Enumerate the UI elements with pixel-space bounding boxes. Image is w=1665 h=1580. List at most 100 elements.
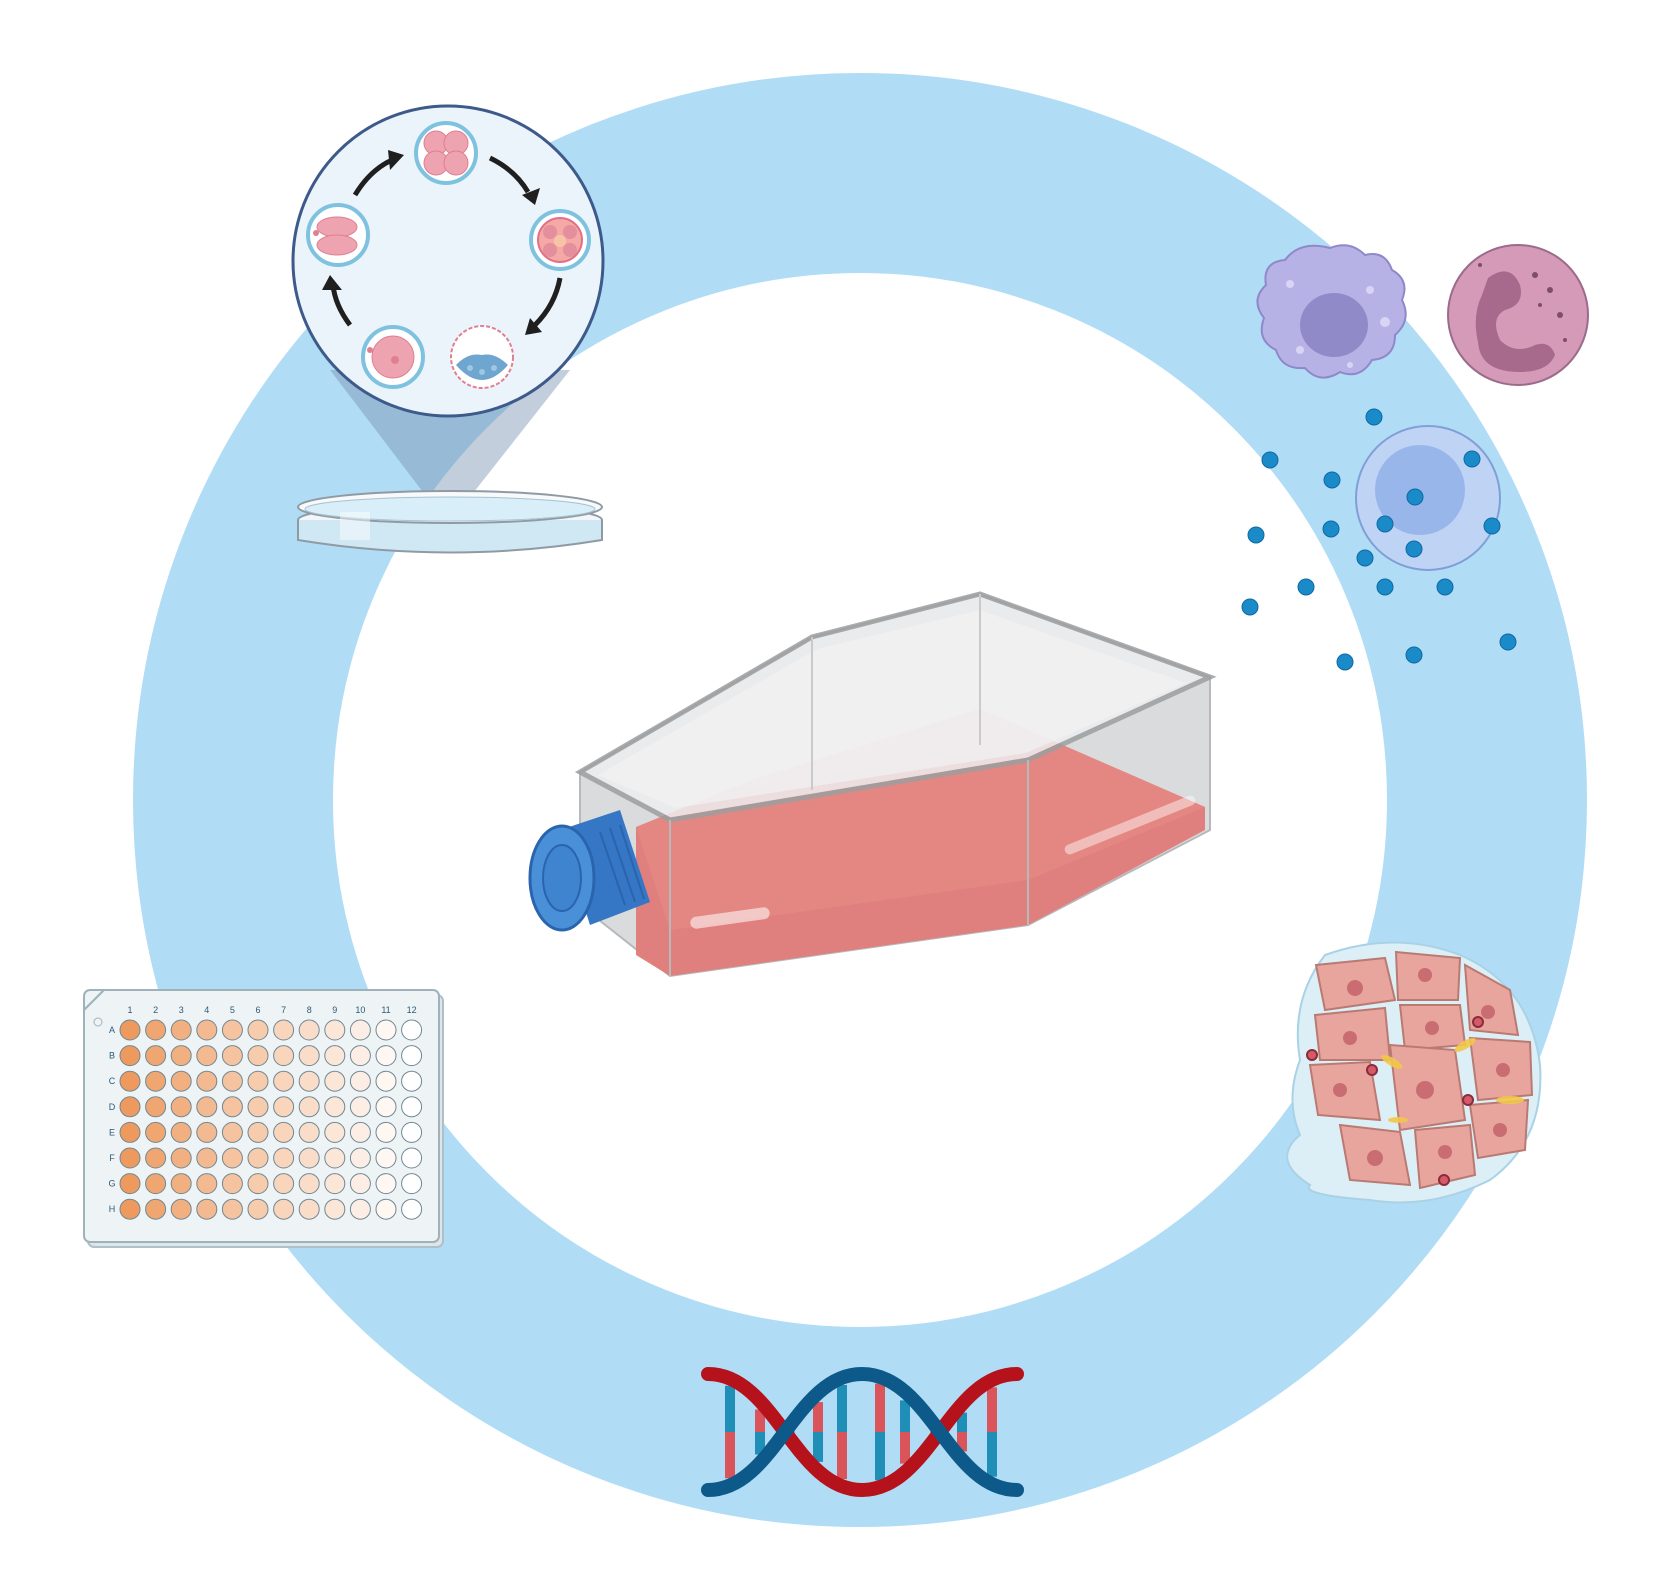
plate-well xyxy=(221,1173,243,1195)
plate-well xyxy=(196,1096,218,1118)
plate-well xyxy=(145,1198,167,1220)
plate-well xyxy=(324,1173,346,1195)
plate-well xyxy=(247,1019,269,1041)
plate-well xyxy=(145,1096,167,1118)
plate-well xyxy=(324,1121,346,1143)
plate-well xyxy=(221,1019,243,1041)
plate-well xyxy=(119,1147,141,1169)
plate-well xyxy=(196,1173,218,1195)
plate-well xyxy=(221,1070,243,1092)
dna-strand-red xyxy=(701,1367,1024,1498)
plate-well xyxy=(247,1070,269,1092)
embryo-stage-2-cell xyxy=(306,203,370,267)
embryo-development-cycle-icon xyxy=(291,104,605,554)
embryo-stage-blastocyst xyxy=(450,325,514,389)
plate-row-label: D xyxy=(109,1102,116,1112)
plate-column-label: 4 xyxy=(204,1005,209,1015)
petri-dish-icon xyxy=(297,490,603,554)
flask-cap xyxy=(528,810,650,932)
immune-cells-icon xyxy=(1241,244,1589,671)
neutrophil-cell xyxy=(1447,244,1589,386)
plate-well xyxy=(196,1198,218,1220)
plate-well xyxy=(298,1045,320,1067)
plate-well xyxy=(170,1121,192,1143)
plate-well xyxy=(247,1173,269,1195)
plate-row-label: E xyxy=(109,1127,115,1137)
plate-well xyxy=(119,1198,141,1220)
lymphocyte-cell xyxy=(1355,425,1501,571)
plate-well xyxy=(145,1173,167,1195)
plate-well xyxy=(170,1096,192,1118)
plate-well xyxy=(324,1045,346,1067)
plate-well xyxy=(324,1019,346,1041)
plate-well xyxy=(196,1121,218,1143)
plate-well xyxy=(349,1070,371,1092)
tissue-organoid-icon xyxy=(1286,941,1542,1204)
plate-well xyxy=(273,1173,295,1195)
plate-well xyxy=(401,1198,423,1220)
plate-well xyxy=(298,1121,320,1143)
plate-wells xyxy=(119,1019,423,1220)
plate-well xyxy=(324,1070,346,1092)
plate-well xyxy=(401,1121,423,1143)
plate-column-label: 8 xyxy=(307,1005,312,1015)
plate-well xyxy=(273,1019,295,1041)
plate-well xyxy=(119,1045,141,1067)
plate-column-label: 1 xyxy=(127,1005,132,1015)
plate-well xyxy=(375,1147,397,1169)
dna-strand-blue xyxy=(701,1366,1024,1497)
magnifier-cone xyxy=(330,370,570,525)
plate-well xyxy=(349,1121,371,1143)
plate-well xyxy=(119,1121,141,1143)
plate-well xyxy=(170,1198,192,1220)
plate-well xyxy=(145,1121,167,1143)
plate-column-label: 6 xyxy=(255,1005,260,1015)
plate-well xyxy=(375,1019,397,1041)
cytokine-particles xyxy=(1241,408,1517,671)
plate-well xyxy=(375,1045,397,1067)
plate-well xyxy=(298,1198,320,1220)
plate-well xyxy=(375,1121,397,1143)
plate-well xyxy=(375,1096,397,1118)
plate-well xyxy=(247,1045,269,1067)
embryo-stage-morula xyxy=(529,209,591,271)
embryo-stage-zygote xyxy=(361,325,425,389)
plate-well xyxy=(119,1019,141,1041)
plate-well xyxy=(221,1096,243,1118)
plate-well xyxy=(349,1173,371,1195)
plate-column-label: 3 xyxy=(179,1005,184,1015)
plate-well xyxy=(375,1070,397,1092)
plate-well xyxy=(273,1045,295,1067)
plate-well xyxy=(145,1070,167,1092)
plate-well xyxy=(221,1121,243,1143)
plate-well xyxy=(145,1019,167,1041)
plate-well xyxy=(401,1045,423,1067)
plate-well xyxy=(196,1070,218,1092)
plate-well xyxy=(324,1096,346,1118)
plate-well xyxy=(145,1045,167,1067)
macrophage-cell xyxy=(1256,244,1407,379)
plate-well xyxy=(119,1173,141,1195)
plate-well xyxy=(247,1198,269,1220)
plate-well xyxy=(349,1019,371,1041)
plate-well xyxy=(349,1198,371,1220)
plate-well xyxy=(170,1147,192,1169)
plate-well xyxy=(119,1096,141,1118)
plate-well xyxy=(273,1198,295,1220)
plate-column-label: 2 xyxy=(153,1005,158,1015)
plate-column-label: 11 xyxy=(381,1005,390,1015)
plate-well xyxy=(145,1147,167,1169)
plate-column-label: 12 xyxy=(407,1005,417,1015)
embryo-stage-4-cell xyxy=(414,121,478,185)
plate-row-label: C xyxy=(109,1076,116,1086)
plate-well xyxy=(401,1070,423,1092)
plate-well xyxy=(298,1019,320,1041)
plate-well xyxy=(375,1173,397,1195)
plate-well xyxy=(401,1173,423,1195)
plate-well xyxy=(196,1045,218,1067)
plate-well xyxy=(273,1121,295,1143)
plate-well xyxy=(196,1147,218,1169)
